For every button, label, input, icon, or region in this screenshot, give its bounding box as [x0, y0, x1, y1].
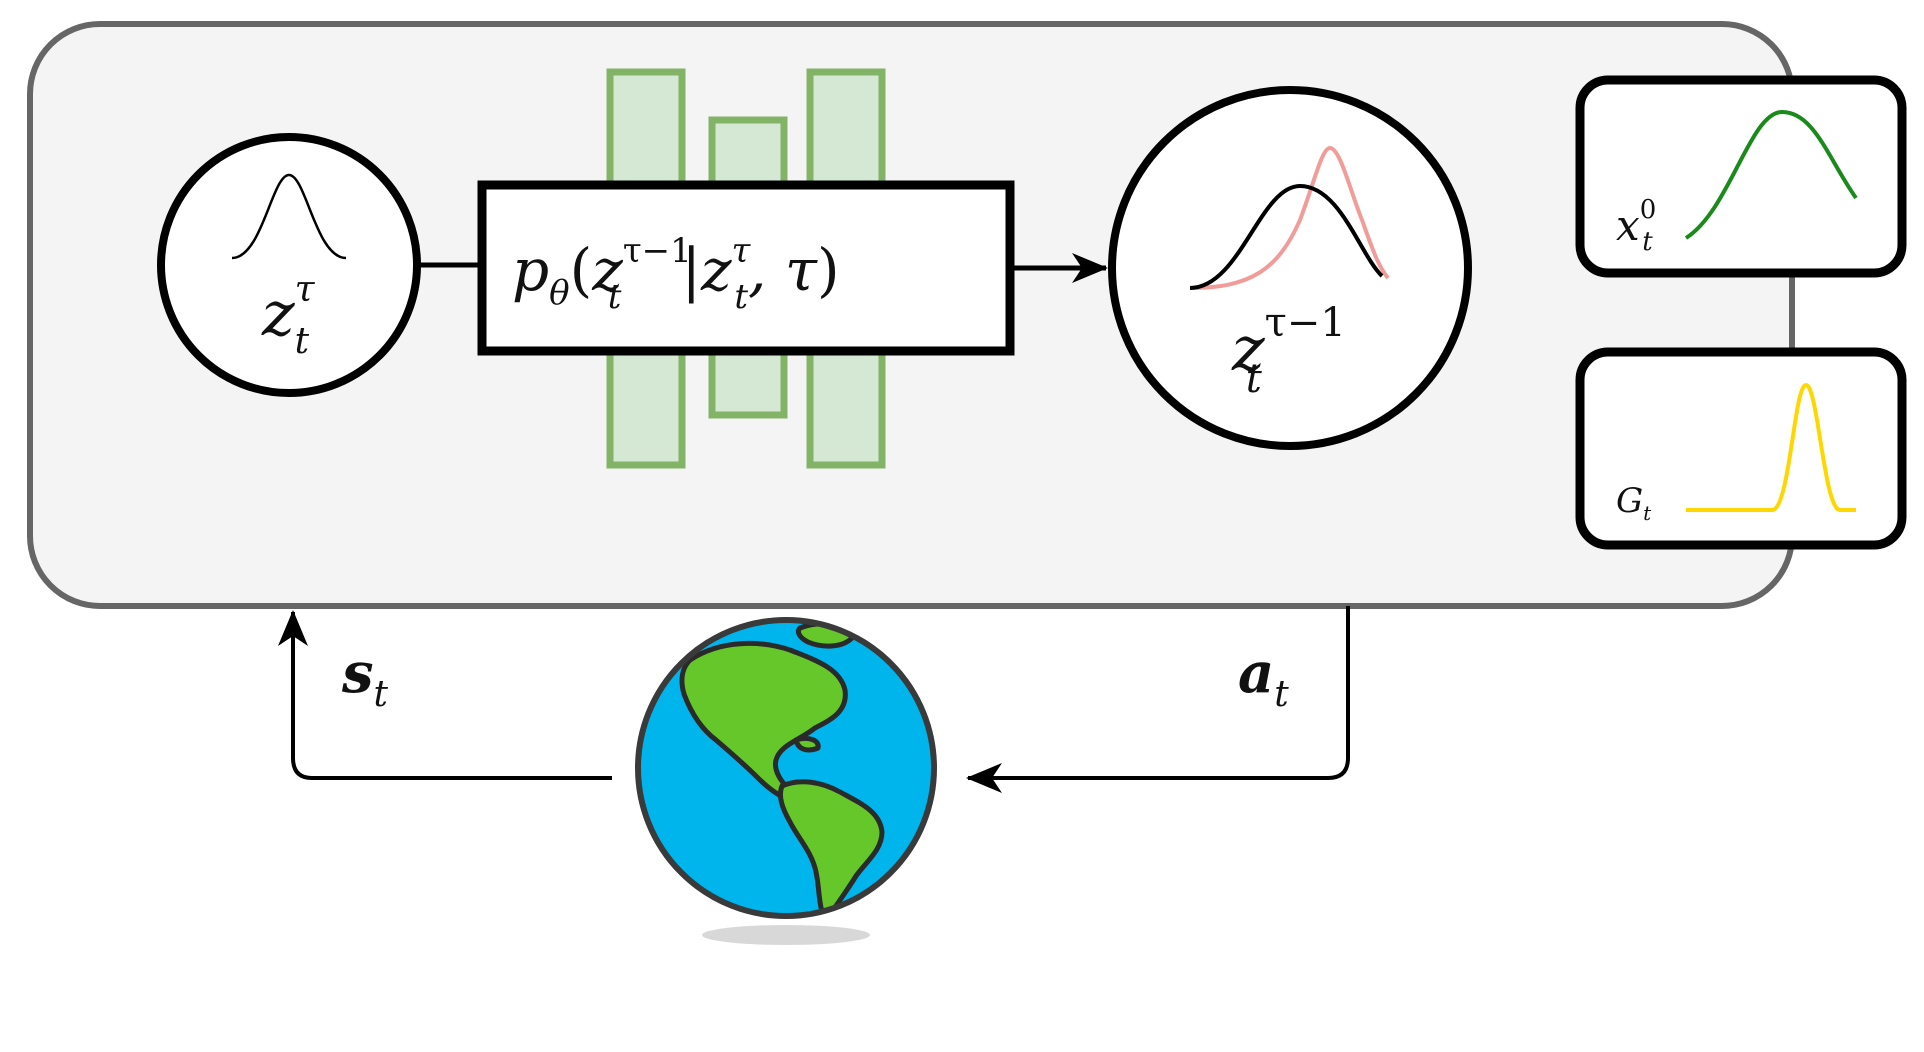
- state-sub: t: [374, 674, 389, 715]
- svg-text:zτ−1t: zτ−1t: [1231, 300, 1346, 402]
- state-symbol: s: [341, 640, 374, 706]
- svg-text:st: st: [341, 640, 389, 715]
- goal-sub: t: [1643, 501, 1652, 525]
- prior-gaussian-curve: [231, 173, 347, 260]
- denoise-fn-sub: θ: [549, 273, 569, 313]
- denoise-fn: p: [512, 236, 549, 304]
- svg-text:x0t: x0t: [1616, 195, 1656, 257]
- goal-symbol: G: [1616, 481, 1643, 521]
- earth-globe-icon: [635, 617, 937, 945]
- current-latent-symbol: z: [261, 277, 295, 350]
- svg-text:pθ(zτ−1t|zτt, τ): pθ(zτ−1t|zτt, τ): [512, 231, 840, 317]
- action-sub: t: [1274, 674, 1289, 715]
- denoised-gaussian-curve: [1189, 145, 1390, 290]
- next-latent-symbol: z: [1231, 312, 1265, 385]
- current-latent-sup: τ: [295, 269, 316, 310]
- next-latent-sup: τ−1: [1265, 300, 1346, 346]
- prior-gaussian-curve: [1189, 183, 1384, 290]
- denoise-z2: z: [700, 236, 732, 304]
- denoise-z1-sup: τ−1: [623, 231, 692, 271]
- sample-symbol: x: [1616, 201, 1640, 250]
- denoise-z1-sub: t: [608, 277, 622, 317]
- sample-sup: 0: [1640, 195, 1657, 225]
- next-latent-sub: t: [1246, 356, 1263, 402]
- denoise-bar: |: [681, 236, 701, 304]
- svg-text:Gt: Gt: [1616, 481, 1652, 525]
- denoise-close-paren: ): [817, 236, 840, 304]
- goal-panel: Gt: [1575, 347, 1907, 550]
- goal-distribution-curve: [1686, 382, 1856, 512]
- edge-action: [966, 606, 1350, 793]
- edge-state: [278, 610, 612, 780]
- svg-text:at: at: [1238, 640, 1289, 715]
- action-symbol: a: [1238, 640, 1274, 706]
- denoise-comma-tau: , τ: [748, 236, 818, 304]
- denoise-z2-sub: t: [734, 277, 748, 317]
- denoise-z2-sup: τ: [732, 231, 752, 271]
- sample-sub: t: [1642, 227, 1653, 257]
- svg-text:zτt: zτt: [261, 269, 316, 362]
- denoise-open-paren: (: [570, 236, 593, 304]
- denoise-z1: z: [591, 236, 623, 304]
- current-latent-sub: t: [295, 321, 310, 362]
- sample-trajectory-curve: [1684, 109, 1858, 240]
